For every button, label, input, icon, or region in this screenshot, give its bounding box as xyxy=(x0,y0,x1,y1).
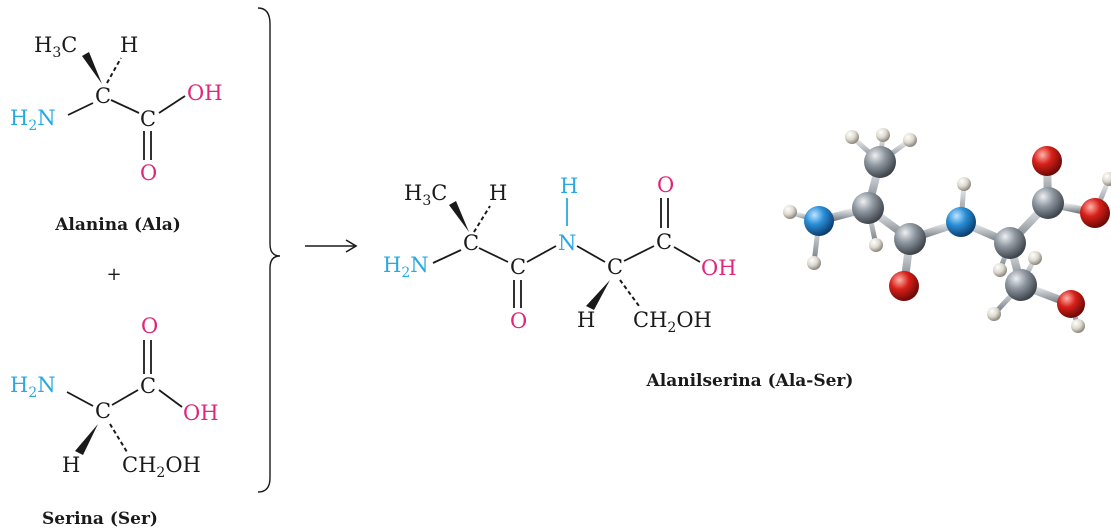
serine-wedge-bond xyxy=(75,424,98,455)
dipeptide-ala-wedge-bond xyxy=(449,201,469,232)
dipeptide-structure: H3C H H O C N C H2N C C OH O H CH2OH Ala… xyxy=(383,173,853,391)
alanine-cn-bond xyxy=(67,102,94,116)
dipeptide-carboxyl-carbon-label: C xyxy=(656,230,672,254)
dipeptide-carbonyl-o-top-label: O xyxy=(657,173,674,197)
dipeptide-ser-h-label: H xyxy=(577,308,595,332)
dipeptide-ca-c-bond xyxy=(478,247,509,263)
dipeptide-amide-carbon-label: C xyxy=(510,255,526,279)
serine-structure: O H2N C C OH H CH2OH Serina (Ser) xyxy=(10,314,219,529)
alanine-coh-bond xyxy=(158,95,186,114)
plus-sign: + xyxy=(106,264,121,285)
serine-amino-label: H2N xyxy=(10,373,56,401)
dipeptide-amide-h-label: H xyxy=(560,174,578,198)
dipeptide-caption: Alanilserina (Ala-Ser) xyxy=(646,371,854,391)
ball-and-stick-model xyxy=(783,128,1111,333)
alanine-dashed-bond xyxy=(106,57,122,84)
alanine-carboxyl-carbon-label: C xyxy=(140,107,156,131)
alanine-h-label: H xyxy=(120,33,138,57)
serine-ch2oh-label: CH2OH xyxy=(122,453,201,481)
reactants-bracket xyxy=(257,7,281,493)
reaction-arrow xyxy=(305,239,358,253)
serine-oh-label: OH xyxy=(183,401,219,425)
alanine-structure: H3C H C H2N C OH O Alanina (Ala) xyxy=(10,33,223,235)
serine-nc-bond xyxy=(66,391,94,407)
serine-o-label: O xyxy=(141,314,158,338)
alanine-amino-label: H2N xyxy=(10,106,56,134)
dipeptide-ca-carboxyl-bond xyxy=(623,245,655,262)
serine-dashed-bond xyxy=(109,423,128,453)
alanine-cc-bond xyxy=(110,99,140,114)
serine-alpha-carbon-label: C xyxy=(95,399,111,423)
serine-cc-bond xyxy=(111,389,139,406)
model-atoms xyxy=(783,128,1111,333)
dipeptide-ch3-label: H3C xyxy=(404,181,447,209)
alanine-o-label: O xyxy=(140,161,157,185)
dipeptide-amino-label: H2N xyxy=(383,253,429,281)
dipeptide-cn-bond xyxy=(432,249,462,264)
serine-carboxyl-carbon-label: C xyxy=(140,374,156,398)
dipeptide-oh-label: OH xyxy=(701,256,737,280)
dipeptide-peptide-bond xyxy=(526,245,557,263)
dipeptide-amide-o-label: O xyxy=(510,309,527,333)
dipeptide-ser-alpha-carbon-label: C xyxy=(607,255,623,279)
serine-h-label: H xyxy=(62,453,80,477)
dipeptide-ala-h-label: H xyxy=(489,181,507,205)
dipeptide-ala-dashed-bond xyxy=(473,205,491,233)
alanine-ch3-label: H3C xyxy=(34,33,77,61)
dipeptide-coh-bond xyxy=(673,246,701,263)
dipeptide-n-ca-bond xyxy=(576,245,606,263)
dipeptide-ser-dashed-bond xyxy=(619,279,640,307)
serine-coh-bond xyxy=(158,389,183,408)
dipeptide-amide-n-label: N xyxy=(558,231,576,255)
serine-caption: Serina (Ser) xyxy=(42,509,158,529)
alanine-caption: Alanina (Ala) xyxy=(54,215,181,235)
alanine-wedge-bond xyxy=(82,52,102,84)
dipeptide-ser-wedge-bond xyxy=(586,280,610,310)
dipeptide-ch2oh-label: CH2OH xyxy=(633,308,712,336)
alanine-alpha-carbon-label: C xyxy=(95,84,111,108)
alanine-oh-label: OH xyxy=(187,81,223,105)
dipeptide-ala-alpha-carbon-label: C xyxy=(463,231,479,255)
